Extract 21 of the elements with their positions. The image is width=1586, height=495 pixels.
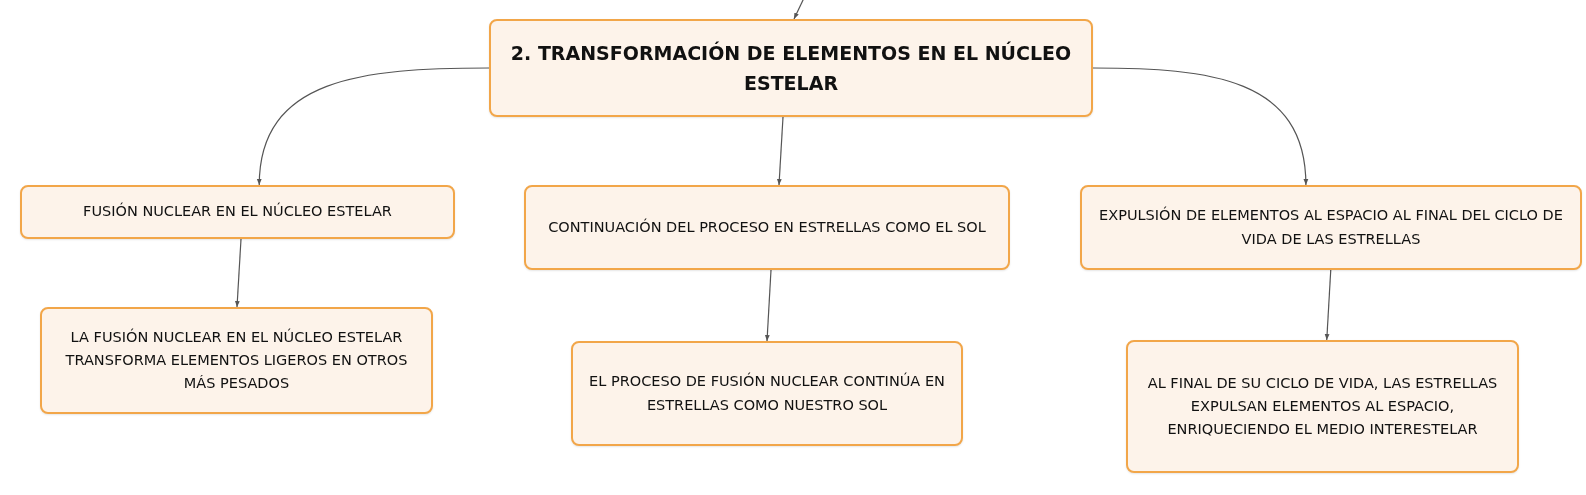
node-text: FUSIÓN NUCLEAR EN EL NÚCLEO ESTELAR (83, 201, 392, 222)
node-text: LA FUSIÓN NUCLEAR EN EL NÚCLEO ESTELAR TRANSFORMA ELEMENTOS LIGEROS EN OTROS MÁS PESADOS (64, 327, 409, 394)
concept-box (40, 307, 433, 414)
node-text: EXPULSIÓN DE ELEMENTOS AL ESPACIO AL FINAL DEL CICLO DE VIDA DE LAS ESTRELLAS (1098, 205, 1564, 249)
connector-arrow (764, 269, 772, 342)
concept-box (1126, 340, 1519, 473)
connector-arrow (234, 238, 242, 308)
node-text: 2. TRANSFORMACIÓN DE ELEMENTOS EN EL NÚCLEO ESTELAR (509, 40, 1073, 96)
concept-box (524, 185, 1010, 270)
connector-arrow (1324, 269, 1332, 341)
connector-arrow (776, 116, 784, 186)
node-text: CONTINUACIÓN DEL PROCESO EN ESTRELLAS COMO EL SOL (548, 217, 986, 237)
connector-arrow (793, 0, 805, 20)
node-text: AL FINAL DE SU CICLO DE VIDA, LAS ESTRELLAS EXPULSAN ELEMENTOS AL ESPACIO, ENRIQUECIENDO EL MEDIO INTERESTELAR (1146, 373, 1499, 440)
topic-box (489, 19, 1093, 117)
node-text: EL PROCESO DE FUSIÓN NUCLEAR CONTINÚA EN ESTRELLAS COMO NUESTRO SOL (588, 371, 946, 415)
concept-box (1080, 185, 1582, 270)
concept-box (20, 185, 455, 239)
connector-arrow (257, 67, 490, 186)
connector-arrow (1092, 67, 1308, 186)
concept-box (571, 341, 963, 446)
